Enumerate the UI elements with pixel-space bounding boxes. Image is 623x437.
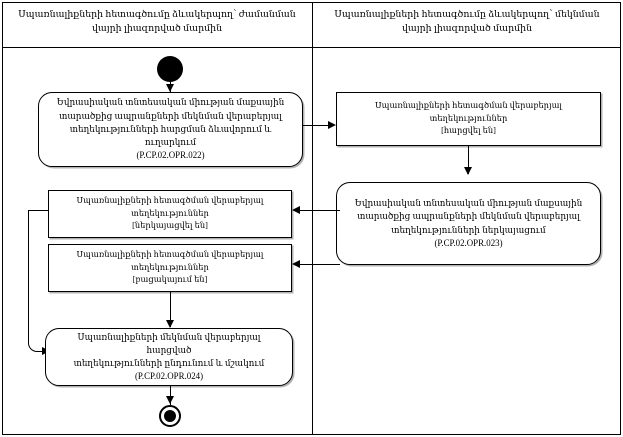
- arrowhead-activity023-to-state-absent: [292, 259, 300, 268]
- edge-state-provided-left-stub: [28, 210, 49, 211]
- edge-activity023-to-state-provided: [300, 210, 340, 211]
- arrowhead-activity023-to-state-provided: [292, 205, 300, 214]
- lane-vertical-divider: [312, 2, 313, 435]
- edge-state-absent-to-activity024: [170, 292, 171, 327]
- start-node: [157, 56, 183, 82]
- lane-header-divider: [2, 47, 621, 48]
- lane-title-departure: Սպառնալիքների հետագծումը ձևակերպող՝ մեկն…: [334, 10, 600, 34]
- arrowhead-activity022-to-state-requested: [328, 120, 336, 129]
- arrowhead-state-requested-to-activity023: [463, 167, 472, 175]
- edge-activity022-to-state-requested: [303, 125, 333, 126]
- activity-opr-024: Սպառնալիքների մեկնման վերաբերյալ հարցված…: [45, 328, 293, 386]
- edge-state-provided-corner: [28, 330, 50, 352]
- arrowhead-state-absent-to-activity024: [165, 320, 174, 328]
- activity-opr-023: Եվրասիական տնտեսական միության մաքսային տ…: [336, 182, 601, 265]
- activity-opr-022: Եվրասիական տնտեսական միության մաքսային տ…: [38, 92, 303, 167]
- state-node-requested: Սպառնալիքների հետագծման վերաբերյալ տեղեկ…: [336, 92, 601, 146]
- arrowhead-activity024-to-end: [165, 396, 174, 404]
- state-node-absent: Սպառնալիքների հետագծման վերաբերյալ տեղեկ…: [48, 244, 292, 292]
- arrowhead-start-to-activity022: [165, 84, 174, 92]
- lane-title-arrival: Սպառնալիքների հետագծումը ձևակերպող՝ ժամա…: [18, 10, 296, 34]
- edge-state-provided-vertical: [28, 210, 29, 341]
- edge-activity024-to-end: [170, 386, 171, 405]
- state-node-provided: Սպառնալիքների հետագծման վերաբերյալ տեղեկ…: [48, 190, 292, 238]
- edge-state-requested-to-activity023: [468, 146, 469, 174]
- end-node: [159, 405, 181, 427]
- edge-activity023-to-state-absent: [300, 264, 340, 265]
